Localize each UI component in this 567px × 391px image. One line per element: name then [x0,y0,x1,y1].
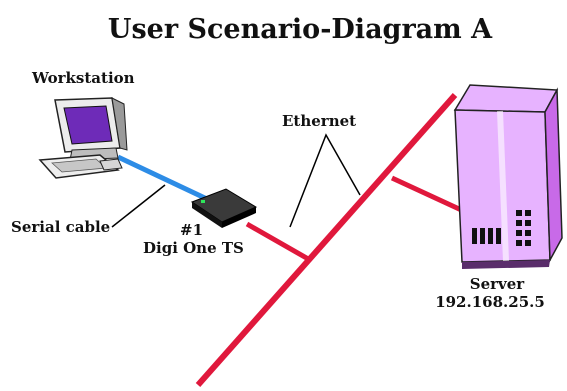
ethernet-leader [289,133,361,228]
server-label: Server [470,275,526,293]
digi-one-ts-icon [190,188,258,228]
ethernet-branch-server [390,175,472,217]
device-number-label: #1 [180,221,203,239]
ethernet-label: Ethernet [282,112,356,130]
ethernet-backbone [195,93,458,387]
ethernet-branch-device [245,221,312,263]
serial-cable-label: Serial cable [11,218,110,236]
diagram-title: User Scenario-Diagram A [108,14,493,45]
server-ip-label: 192.168.25.5 [435,293,545,311]
workstation-label: Workstation [31,69,135,87]
workstation-icon [38,97,128,179]
device-name-label: Digi One TS [143,239,244,257]
serial-cable-line [116,154,209,202]
server-icon [453,84,563,269]
serial-cable-leader [111,184,166,228]
